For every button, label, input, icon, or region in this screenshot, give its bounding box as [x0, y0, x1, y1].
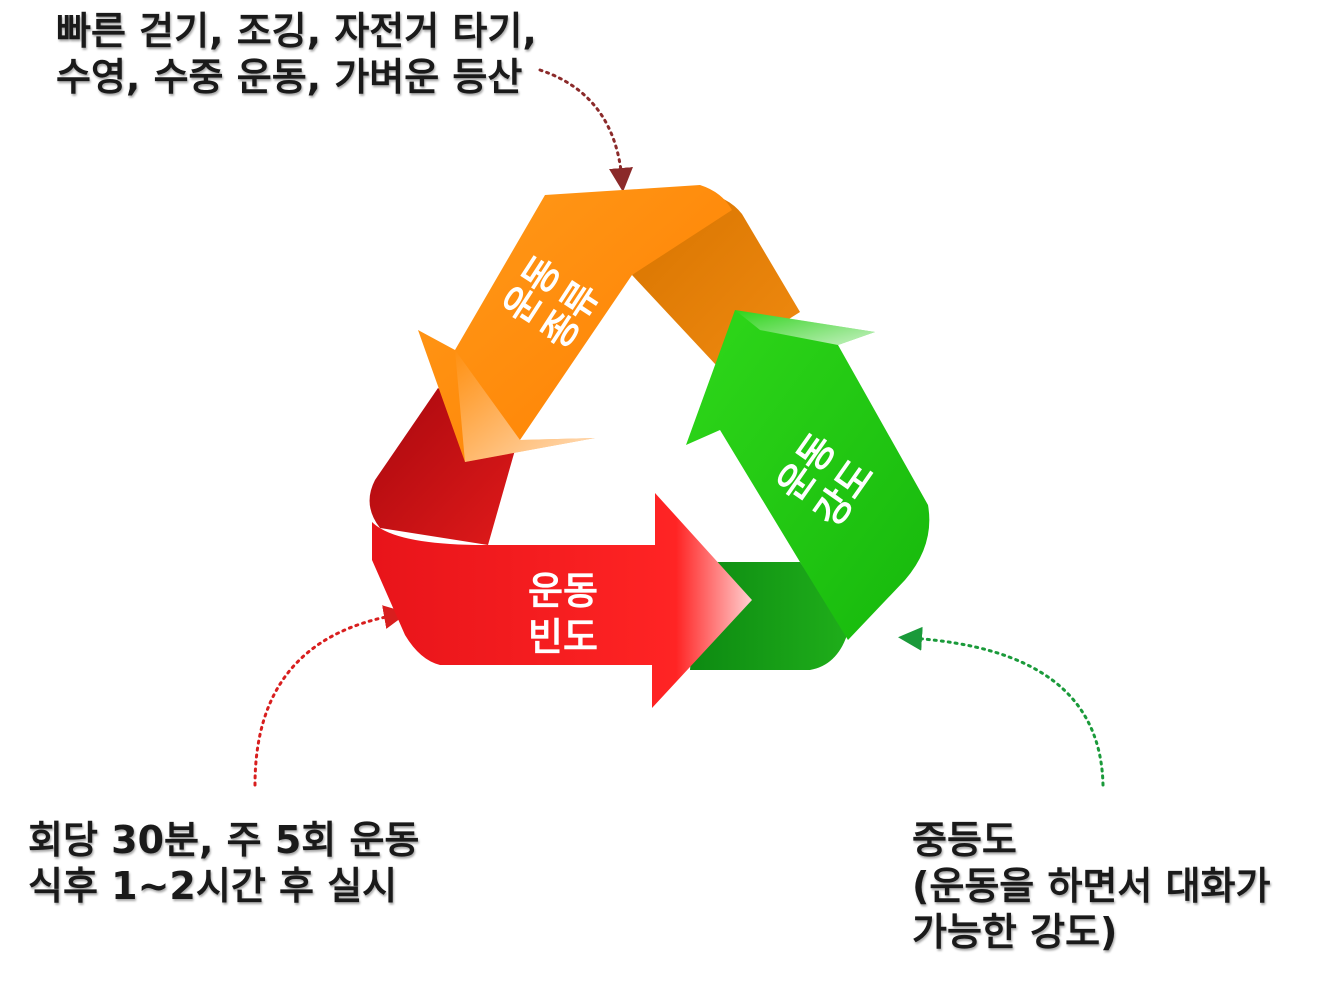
- exercise-types-line-1: 빠른 걷기, 조깅, 자전거 타기,: [56, 9, 537, 53]
- frequency-caption: 회당 30분, 주 5회 운동 식후 1~2시간 후 실시: [28, 817, 419, 909]
- intensity-line-1: 중등도: [912, 818, 1017, 862]
- frequency-connector: [253, 605, 408, 787]
- intensity-arrow-head-shine: [735, 310, 875, 345]
- types-connector: [538, 68, 633, 192]
- frequency-line-2: 식후 1~2시간 후 실시: [28, 864, 398, 908]
- frequency-arrow-label-line-1: 운동: [528, 569, 598, 613]
- intensity-caption: 중등도 (운동을 하면서 대화가 가능한 강도): [912, 817, 1270, 955]
- frequency-line-1: 회당 30분, 주 5회 운동: [28, 818, 420, 862]
- intensity-line-2: (운동을 하면서 대화가: [912, 864, 1271, 908]
- types-arrow: [418, 185, 732, 462]
- exercise-types-caption: 빠른 걷기, 조깅, 자전거 타기, 수영, 수중 운동, 가벼운 등산: [56, 8, 537, 100]
- intensity-connector: [898, 626, 1105, 787]
- intensity-arrow: [686, 310, 930, 640]
- types-arrow-head-shine: [455, 350, 595, 462]
- frequency-arrow-label-line-2: 빈도: [528, 615, 598, 659]
- frequency-arrow: [372, 493, 752, 708]
- intensity-line-3: 가능한 강도): [912, 910, 1118, 954]
- exercise-types-line-2: 수영, 수중 운동, 가벼운 등산: [56, 55, 523, 99]
